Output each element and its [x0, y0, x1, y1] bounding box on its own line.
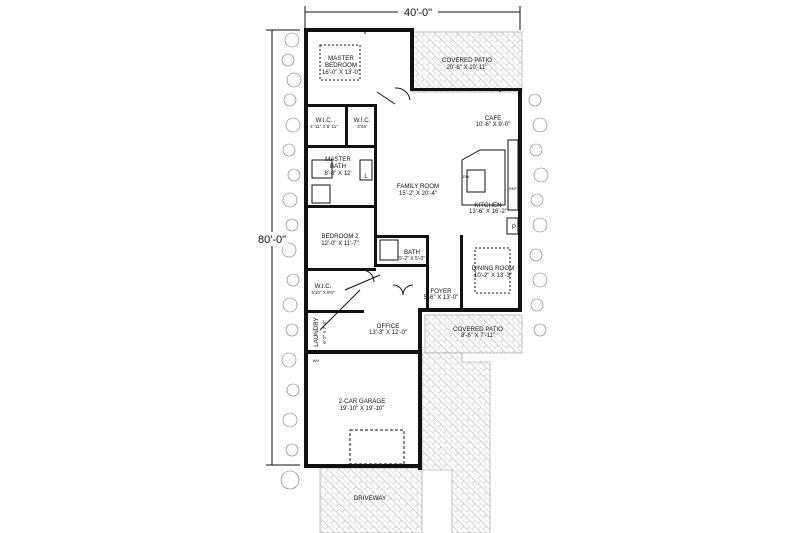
master-bath-name-2: BATH: [330, 163, 346, 170]
linen-marker: L: [364, 174, 368, 180]
wic-lower-name: W.I.C.: [315, 283, 332, 290]
rear-patio-size: 20'-8" X 10'-11": [447, 65, 488, 71]
width-dimension: 40'-0": [304, 5, 521, 30]
kitchen-name: KITCHEN: [474, 202, 501, 209]
laundry-name: LAUNDRY: [313, 317, 320, 346]
family-room-name: FAMILY ROOM: [397, 183, 439, 190]
front-patio-name: COVERED PATIO: [453, 326, 503, 333]
bedroom2-size: 12'-0" X 11'-7": [321, 241, 358, 247]
kitchen-fixtures: [311, 44, 519, 294]
walls: [304, 28, 522, 470]
wic-left-name: W.I.C.: [316, 117, 333, 124]
dw-marker: DW: [463, 174, 470, 179]
master-bath-size: 8'-8" X 12': [324, 171, 351, 177]
width-label: 40'-0": [404, 7, 432, 19]
door-swings: [319, 30, 501, 465]
rear-patio-paving: [411, 31, 523, 93]
depth-dimension: 80'-0": [258, 29, 300, 466]
laundry-size: 6'-2" X 7'-0": [322, 320, 327, 344]
foyer-name: FOYER: [430, 288, 452, 295]
office-name: OFFICE: [377, 323, 400, 330]
rear-patio-name: COVERED PATIO: [442, 57, 492, 64]
room-labels: COVERED PATIO 20'-8" X 10'-11" MASTER BE…: [310, 55, 514, 502]
paving: [319, 31, 523, 533]
family-room-size: 15'-2" X 20'-4": [399, 191, 437, 197]
bath-name: BATH: [404, 249, 420, 256]
front-patio-paving: [424, 314, 523, 354]
dining-room-name: DINING ROOM: [472, 265, 515, 272]
master-bedroom-name-1: MASTER: [328, 55, 354, 62]
walkway-paving: [421, 352, 491, 533]
ref-marker: REF: [509, 186, 518, 191]
driveway-name: DRIVEWAY: [354, 495, 386, 502]
bedroom2-name: BEDROOM 2: [321, 233, 359, 240]
garage-name: 2-CAR GARAGE: [339, 398, 386, 405]
wic-right-name: W.I.C.: [354, 117, 371, 124]
bath-size: 9'-2" X 5'-0": [399, 256, 425, 262]
wh-marker: WH: [313, 358, 320, 363]
wic-right-size: 3'X6': [357, 124, 367, 129]
dining-room-size: 10'-2" X 13'-3": [474, 273, 512, 279]
depth-label: 80'-0": [258, 234, 286, 246]
pantry-marker: P: [512, 225, 516, 231]
front-patio-size: 8'-6" X 7'-11": [461, 333, 495, 339]
office-size: 13'-3" X 12'-0": [369, 330, 407, 336]
foyer-size: 5'-6" X 13'-0": [424, 295, 459, 301]
wic-left-size: 4'-11" X 5'-11": [310, 124, 338, 129]
cafe-size: 10'-6" X 9'-0": [476, 122, 511, 128]
garage-size: 19'-10" X 19'-10": [340, 406, 385, 412]
master-bedroom-name-2: BEDROOM: [325, 62, 357, 69]
master-bath-name-1: MASTER: [325, 156, 351, 163]
wic-lower-size: 5'10" X 6'0": [312, 290, 335, 295]
master-bedroom-size: 16'-0" X 13'-0": [322, 70, 360, 76]
kitchen-size: 13'-6" X 16'-2": [469, 209, 507, 215]
cafe-name: CAFE: [485, 115, 502, 122]
